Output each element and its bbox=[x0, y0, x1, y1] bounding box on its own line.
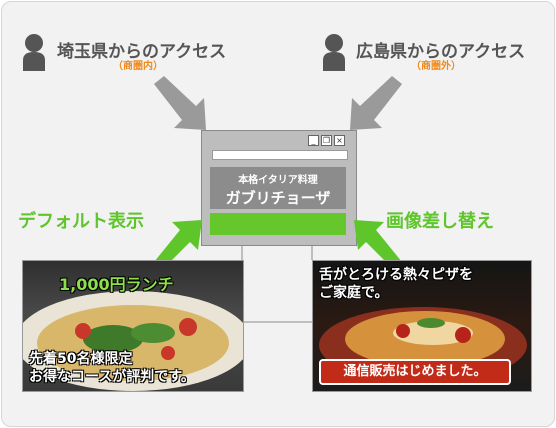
right-user-label: 広島県からのアクセス bbox=[356, 42, 526, 62]
lunch-body-line2: お得なコースが評判です。 bbox=[29, 369, 195, 385]
lunch-headline: 1,000円ランチ bbox=[59, 275, 174, 294]
logo-line1: 本格イタリア料理 bbox=[238, 175, 318, 186]
delivery-caption: 通信販売はじめました。 bbox=[319, 359, 511, 385]
delivery-headline-line2: ご家庭で。 bbox=[319, 285, 389, 301]
person-icon bbox=[23, 34, 45, 71]
default-display-label: デフォルト表示 bbox=[18, 211, 144, 232]
browser-window: _ ❐ × 本格イタリア料理 ガブリチョーザ bbox=[201, 130, 357, 246]
image-replace-label: 画像差し替え bbox=[386, 211, 494, 232]
address-bar bbox=[212, 150, 348, 160]
connector-line bbox=[241, 320, 312, 323]
restore-icon: ❐ bbox=[321, 135, 332, 146]
green-arrow-icon bbox=[154, 220, 202, 268]
minimize-icon: _ bbox=[308, 135, 319, 146]
right-user-note: （商圏外） bbox=[411, 61, 461, 72]
person-icon bbox=[323, 34, 345, 71]
left-user-note: （商圏内） bbox=[113, 61, 163, 72]
close-icon: × bbox=[334, 135, 345, 146]
delivery-headline-line1: 舌がとろける熱々ピザを bbox=[319, 267, 473, 283]
gray-arrow-icon bbox=[350, 76, 402, 130]
content-bar bbox=[210, 213, 346, 235]
green-arrow-icon bbox=[354, 220, 402, 268]
lunch-body-line1: 先着50名様限定 bbox=[29, 351, 133, 367]
delivery-banner: 舌がとろける熱々ピザを ご家庭で。 通信販売はじめました。 bbox=[312, 260, 532, 392]
restaurant-logo: 本格イタリア料理 ガブリチョーザ bbox=[210, 167, 346, 209]
pizza-photo bbox=[23, 291, 243, 391]
left-user-label: 埼玉県からのアクセス bbox=[57, 42, 227, 62]
lunch-banner: 1,000円ランチ 先着50名様限定 お得なコースが評判です。 bbox=[22, 260, 244, 392]
logo-line2: ガブリチョーザ bbox=[225, 189, 331, 207]
gray-arrow-icon bbox=[154, 76, 206, 130]
